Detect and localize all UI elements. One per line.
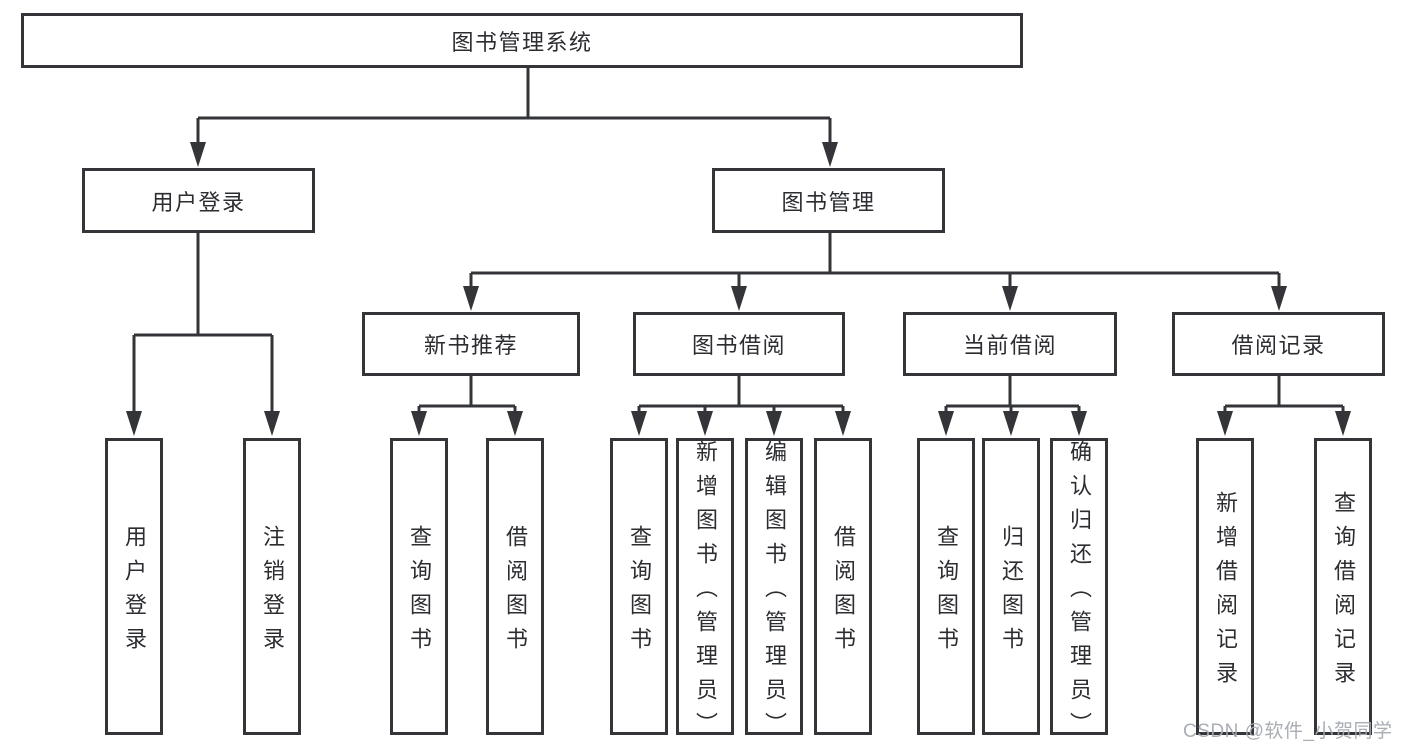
leaf-borrow-books-label: 借阅图书 <box>831 524 856 661</box>
node-current-borrow-label: 当前借阅 <box>962 333 1057 358</box>
leaf-borrow-books-recommend-label: 借阅图书 <box>503 524 528 661</box>
leaf-query-books-current: 查询图书 <box>917 438 975 735</box>
node-borrow-records-label: 借阅记录 <box>1231 333 1326 358</box>
leaf-add-books-admin: 新增图书（管理员） <box>676 438 734 746</box>
node-book-management: 图书管理 <box>712 168 945 233</box>
node-borrow-records: 借阅记录 <box>1172 312 1385 376</box>
leaf-query-books-borrow-label: 查询图书 <box>627 524 652 661</box>
leaf-edit-books-admin: 编辑图书（管理员） <box>745 438 803 746</box>
node-root: 图书管理系统 <box>21 13 1023 68</box>
leaf-return-books-label: 归还图书 <box>999 524 1024 661</box>
leaf-query-borrow-record: 查询借阅记录 <box>1314 438 1372 735</box>
leaf-return-books: 归还图书 <box>982 438 1040 735</box>
node-book-borrow-label: 图书借阅 <box>691 333 786 358</box>
node-root-label: 图书管理系统 <box>451 29 593 55</box>
edge-current-borrow-drops <box>944 406 1081 414</box>
leaf-add-books-admin-label: 新增图书（管理员） <box>693 439 718 746</box>
leaf-edit-books-admin-label: 编辑图书（管理员） <box>762 439 787 746</box>
leaf-add-borrow-record: 新增借阅记录 <box>1196 438 1254 735</box>
node-book-borrow: 图书借阅 <box>633 312 845 376</box>
leaf-logout: 注销登录 <box>243 438 301 735</box>
leaf-logout-label: 注销登录 <box>260 524 285 661</box>
edge-book-borrow-drops <box>637 406 845 414</box>
leaf-user-login-label: 用户登录 <box>122 524 147 661</box>
edge-borrow-records-drops <box>1223 406 1345 414</box>
node-new-book-recommend-label: 新书推荐 <box>423 333 518 358</box>
leaf-user-login: 用户登录 <box>105 438 163 735</box>
node-new-book-recommend: 新书推荐 <box>362 312 580 376</box>
node-current-borrow: 当前借阅 <box>903 312 1117 376</box>
leaf-borrow-books-recommend: 借阅图书 <box>486 438 544 735</box>
node-book-management-label: 图书管理 <box>781 189 876 215</box>
leaf-confirm-return-admin: 确认归还（管理员） <box>1050 438 1108 746</box>
leaf-add-borrow-record-label: 新增借阅记录 <box>1213 490 1238 695</box>
csdn-watermark: CSDN @软件_小贺同学 <box>1183 721 1393 742</box>
node-user-login-label: 用户登录 <box>151 189 246 215</box>
leaf-query-books-recommend-label: 查询图书 <box>407 524 432 661</box>
leaf-query-books-borrow: 查询图书 <box>610 438 668 735</box>
leaf-confirm-return-admin-label: 确认归还（管理员） <box>1067 439 1092 746</box>
leaf-query-books-current-label: 查询图书 <box>934 524 959 661</box>
edge-new-book-drops <box>417 406 517 414</box>
leaf-query-borrow-record-label: 查询借阅记录 <box>1331 490 1356 695</box>
leaf-query-books-recommend: 查询图书 <box>390 438 448 735</box>
node-user-login: 用户登录 <box>82 168 315 233</box>
leaf-borrow-books: 借阅图书 <box>814 438 872 735</box>
